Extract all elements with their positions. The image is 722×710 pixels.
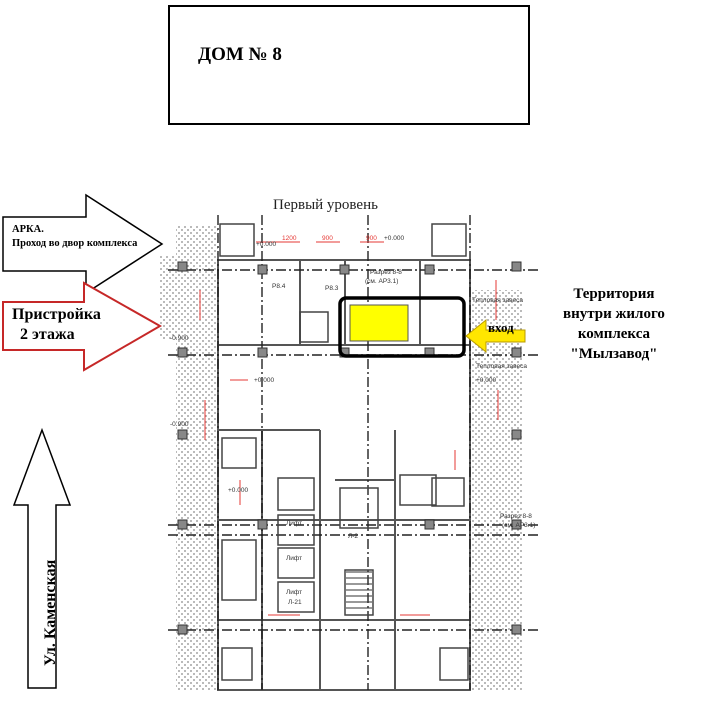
plan-label-elev-a4: +0.000 <box>476 377 496 384</box>
territory-label-line3: комплекса <box>577 326 651 342</box>
plan-title: Первый уровень <box>273 197 378 213</box>
house-title: ДОМ № 8 <box>198 44 282 65</box>
annex-arrow <box>2 281 163 372</box>
arch-label-line1: АРКА. <box>12 224 44 235</box>
plan-label-elev-a2: +0.000 <box>384 235 404 242</box>
territory-label-line2: внутри жилого <box>563 306 665 322</box>
plan-label-section-ref: (см. АР3.1) <box>365 278 398 285</box>
plan-label-lift-a: Лифт <box>286 520 302 527</box>
annex-label: Пристройка 2 этажа <box>12 305 101 345</box>
entrance-label: вход <box>488 320 514 335</box>
plan-label-dim-b2: 900 <box>366 235 377 242</box>
plan-label-section-2: Разрез 8-8 <box>500 513 532 520</box>
plan-label-dim-b: 900 <box>322 235 333 242</box>
entrance-arrow <box>465 318 526 354</box>
plan-label-dim-a: 1200 <box>282 235 297 242</box>
territory-label-line4: "Мылзавод" <box>570 346 658 362</box>
street-label: Ул. Каменская <box>42 559 59 666</box>
plan-small-labels: +0.000 1200 900 900 +0.000 P8.4 P8.3 Раз… <box>170 235 535 606</box>
columns <box>177 261 522 635</box>
plan-label-lift-a3: Лифт <box>286 589 302 596</box>
territory-label: Территория внутри жилого комплекса "Мылз… <box>563 284 665 364</box>
plan-label-elev-a3: +0.000 <box>254 377 274 384</box>
arch-label-line2: Проход во двор комплекса <box>12 238 138 249</box>
street-arrow <box>12 427 72 689</box>
plan-label-heat-curtain: Тепловая завеса <box>472 297 523 304</box>
annex-label-line1: Пристройка <box>12 306 101 323</box>
arch-arrow <box>2 193 164 295</box>
annex-label-line2: 2 этажа <box>20 326 75 343</box>
plan-label-elev-a5: +0.000 <box>228 487 248 494</box>
plan-label-section-ref-2: (см. АР3.1) <box>502 522 535 529</box>
plan-label-room-a: P8.4 <box>272 283 286 290</box>
plan-label-elev-a: +0.000 <box>256 241 276 248</box>
stair-hatch <box>346 571 372 609</box>
plan-label-elev-b2: -0.900 <box>170 421 189 428</box>
territory-label-line1: Территория <box>573 286 655 302</box>
house-number-box <box>168 5 530 125</box>
red-dimension-marks <box>199 241 499 616</box>
entrance-highlight <box>349 304 409 342</box>
plan-label-room-b: P8.3 <box>325 285 339 292</box>
entrance-frame <box>338 296 466 358</box>
plan-label-elev-b: -0.900 <box>170 335 189 342</box>
arch-label: АРКА. Проход во двор комплекса <box>12 223 137 251</box>
plan-label-lift-b: Л-2 <box>348 533 358 540</box>
plan-label-lift-a2: Лифт <box>286 555 302 562</box>
plan-label-heat-curtain-2: Тепловая завеса <box>476 363 527 370</box>
plan-label-section: Разрез 8-8 <box>370 269 402 276</box>
plan-label-lift-c: Л-21 <box>288 599 302 606</box>
inner-rooms <box>219 223 469 681</box>
